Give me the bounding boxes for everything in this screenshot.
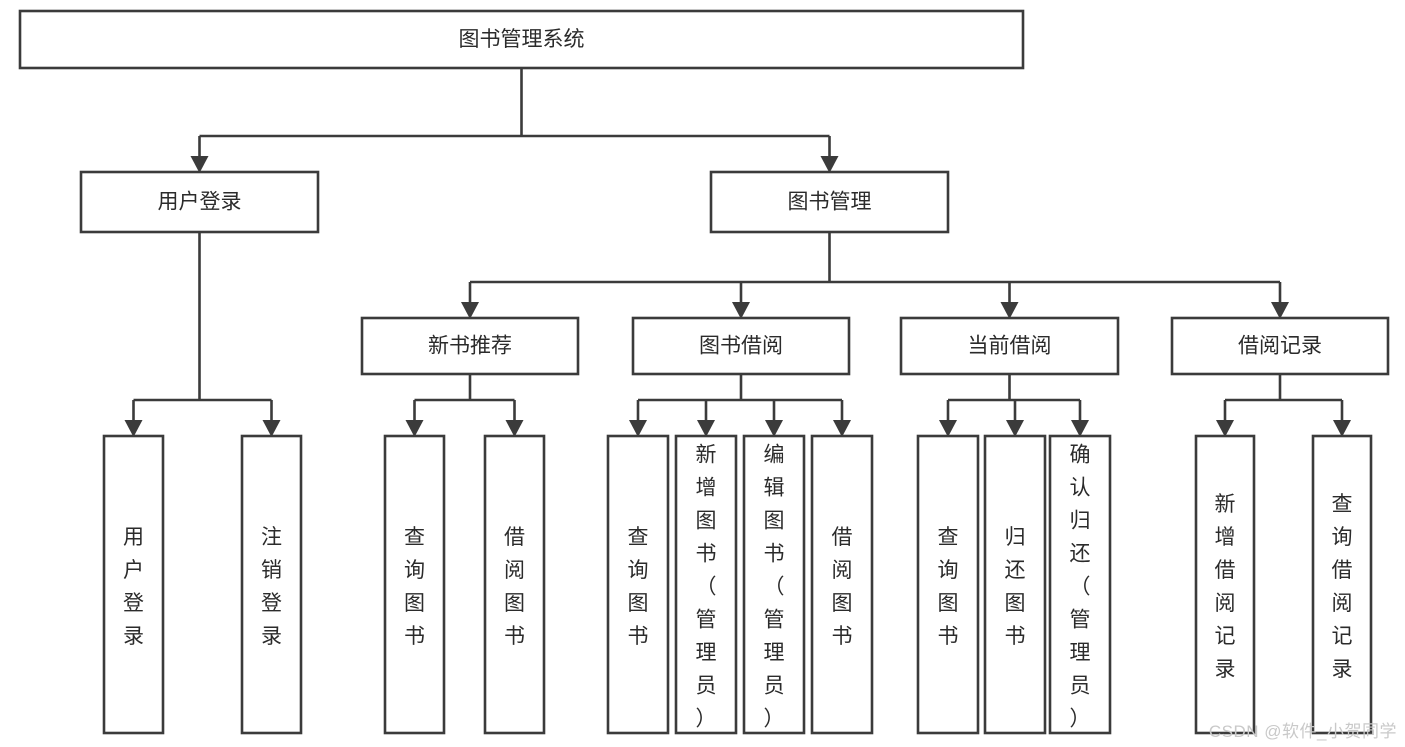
edge-layer — [124, 68, 1351, 437]
edge-group-login — [124, 232, 281, 437]
node-label: 查询图书 — [404, 526, 425, 648]
node-borrow[interactable]: 图书借阅 — [631, 316, 851, 376]
watermark-label: CSDN @软件_小贺同学 — [1208, 722, 1397, 741]
node-layer: 图书管理系统用户登录图书管理新书推荐图书借阅当前借阅借阅记录用户登录注销登录查询… — [18, 9, 1390, 735]
node-box — [709, 170, 950, 234]
node-label: 查询借阅记录 — [1332, 493, 1353, 681]
arrow-head-icon — [939, 420, 957, 437]
arrow-head-icon — [461, 302, 479, 319]
edge-group-record — [1216, 374, 1351, 437]
edge-group-root — [190, 68, 839, 173]
node-label: 查询图书 — [938, 526, 959, 648]
node-box — [383, 434, 446, 735]
node-label: 当前借阅 — [968, 335, 1052, 358]
arrow-head-icon — [124, 420, 143, 437]
node-label: 借阅记录 — [1238, 335, 1322, 358]
edge-group-bookmgmt — [461, 232, 1289, 319]
node-box — [916, 434, 980, 735]
node-leaf-user-login[interactable]: 用户登录 — [102, 434, 165, 735]
node-box — [79, 170, 320, 234]
node-record[interactable]: 借阅记录 — [1170, 316, 1390, 376]
node-root[interactable]: 图书管理系统 — [18, 9, 1025, 70]
node-box — [1170, 316, 1390, 376]
node-label: 新增借阅记录 — [1215, 493, 1236, 681]
arrow-head-icon — [697, 420, 715, 437]
node-leaf-newbook-query[interactable]: 查询图书 — [383, 434, 446, 735]
node-box — [18, 9, 1025, 70]
node-current[interactable]: 当前借阅 — [899, 316, 1120, 376]
node-box — [240, 434, 303, 735]
arrow-head-icon — [190, 156, 209, 173]
node-label: 图书借阅 — [699, 335, 783, 358]
node-box — [674, 434, 738, 735]
arrow-head-icon — [1071, 420, 1089, 437]
arrow-head-icon — [1333, 420, 1351, 437]
node-label: 确认归还（管理员） — [1070, 444, 1091, 731]
edge-group-current — [939, 374, 1089, 437]
node-label: 借阅图书 — [832, 526, 853, 648]
node-box — [483, 434, 546, 735]
node-box — [606, 434, 670, 735]
node-label: 借阅图书 — [504, 526, 525, 648]
edge-group-borrow — [629, 374, 851, 437]
edge-group-newbook — [405, 374, 524, 437]
node-box — [742, 434, 806, 735]
node-leaf-current-confirm[interactable]: 确认归还（管理员） — [1048, 434, 1112, 735]
node-box — [983, 434, 1047, 735]
node-box — [102, 434, 165, 735]
arrow-head-icon — [262, 420, 281, 437]
arrow-head-icon — [1271, 302, 1289, 319]
node-box — [899, 316, 1120, 376]
node-label: 编辑图书（管理员） — [764, 444, 785, 731]
arrow-head-icon — [1006, 420, 1024, 437]
arrow-head-icon — [629, 420, 647, 437]
node-leaf-borrow-query[interactable]: 查询图书 — [606, 434, 670, 735]
node-label: 归还图书 — [1005, 526, 1026, 648]
arrow-head-icon — [505, 420, 524, 437]
node-leaf-borrow-add[interactable]: 新增图书（管理员） — [674, 434, 738, 735]
arrow-head-icon — [820, 156, 839, 173]
node-newbook[interactable]: 新书推荐 — [360, 316, 580, 376]
node-box — [810, 434, 874, 735]
arrow-head-icon — [1216, 420, 1234, 437]
node-bookmgmt[interactable]: 图书管理 — [709, 170, 950, 234]
node-box — [631, 316, 851, 376]
node-leaf-record-add[interactable]: 新增借阅记录 — [1194, 434, 1256, 735]
node-leaf-borrow-lend[interactable]: 借阅图书 — [810, 434, 874, 735]
node-label: 注销登录 — [261, 526, 282, 648]
node-leaf-user-logout[interactable]: 注销登录 — [240, 434, 303, 735]
arrow-head-icon — [833, 420, 851, 437]
node-login[interactable]: 用户登录 — [79, 170, 320, 234]
node-label: 用户登录 — [123, 526, 144, 648]
node-leaf-current-query[interactable]: 查询图书 — [916, 434, 980, 735]
node-label: 用户登录 — [158, 191, 242, 214]
node-box — [360, 316, 580, 376]
node-leaf-borrow-edit[interactable]: 编辑图书（管理员） — [742, 434, 806, 735]
node-leaf-current-return[interactable]: 归还图书 — [983, 434, 1047, 735]
node-label: 查询图书 — [628, 526, 649, 648]
node-box — [1194, 434, 1256, 735]
node-label: 图书管理 — [788, 191, 872, 214]
node-label: 新增图书（管理员） — [696, 444, 717, 731]
arrow-head-icon — [1000, 302, 1019, 319]
arrow-head-icon — [765, 420, 783, 437]
node-leaf-newbook-borrow[interactable]: 借阅图书 — [483, 434, 546, 735]
node-box — [1048, 434, 1112, 735]
node-label: 图书管理系统 — [459, 28, 585, 51]
node-leaf-record-query[interactable]: 查询借阅记录 — [1311, 434, 1373, 735]
arrow-head-icon — [732, 302, 750, 319]
node-label: 新书推荐 — [428, 335, 512, 358]
arrow-head-icon — [405, 420, 424, 437]
node-box — [1311, 434, 1373, 735]
